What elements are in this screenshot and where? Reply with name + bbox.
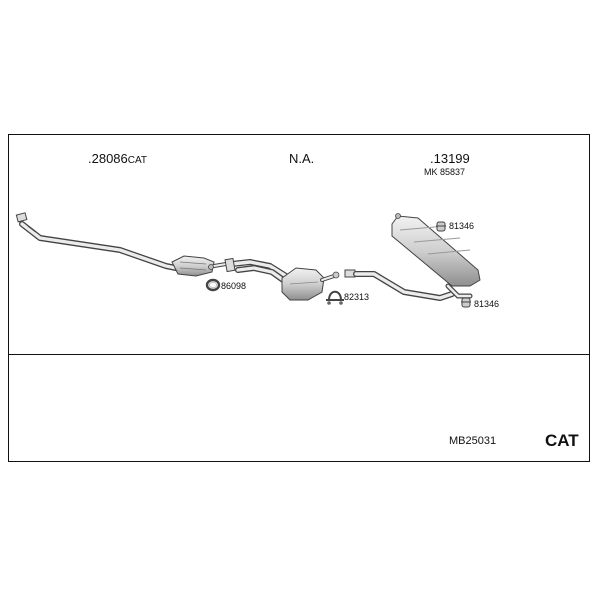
- group-1-part-number: .28086: [88, 151, 128, 166]
- pipe-clamp: [326, 290, 344, 305]
- rubber-hanger-bottom: [461, 297, 471, 308]
- divider-line: [8, 354, 590, 355]
- rear-pipe: [344, 269, 455, 301]
- ring-gasket: [205, 278, 221, 292]
- group-2-label: N.A.: [289, 151, 315, 166]
- diagram-code: MB25031: [449, 435, 497, 447]
- clamp-part-number: 82313: [344, 292, 370, 302]
- catalytic-converter: [171, 255, 228, 277]
- group-3-kit-number: MK 85837: [424, 167, 466, 177]
- group-1-suffix: CAT: [127, 155, 148, 166]
- front-muffler: [281, 267, 340, 301]
- group-1-label: .28086CAT: [88, 152, 147, 166]
- intermediate-pipe: [224, 257, 289, 285]
- hanger-bottom-part-number: 81346: [474, 299, 500, 309]
- diagram-frame: [8, 134, 590, 462]
- front-pipe: [15, 212, 179, 271]
- ring-part-number: 86098: [221, 281, 247, 291]
- hanger-top-part-number: 81346: [449, 221, 475, 231]
- rubber-hanger-top: [436, 221, 446, 232]
- group-3-part-number: .13199: [430, 151, 470, 166]
- rear-muffler: [391, 213, 481, 299]
- category-label: CAT: [545, 431, 579, 450]
